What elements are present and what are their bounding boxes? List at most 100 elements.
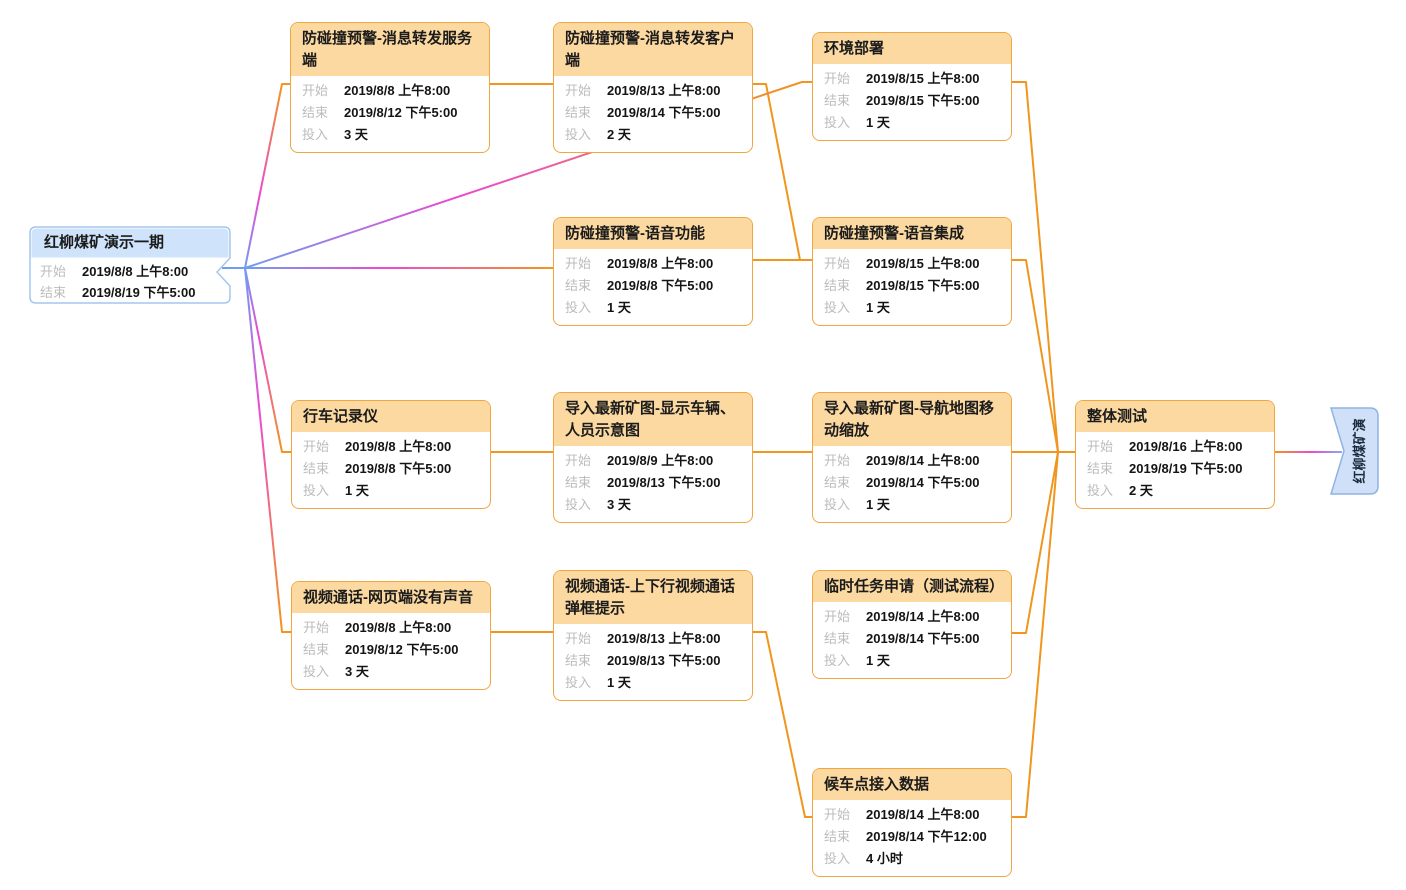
effort-label: 投入	[565, 127, 592, 142]
start-label: 开始	[565, 631, 592, 646]
task-start-row: 开始 2019/8/16 上午8:00	[1087, 436, 1263, 458]
task-effort-row: 投入 4 小时	[824, 848, 1000, 870]
task-start-row: 开始 2019/8/9 上午8:00	[565, 450, 741, 472]
task-end-row: 结束 2019/8/12 下午5:00	[302, 102, 478, 124]
task-body: 开始 2019/8/15 上午8:00 结束 2019/8/15 下午5:00 …	[813, 249, 1011, 325]
task-title: 视频通话-网页端没有声音	[292, 582, 490, 613]
effort-value: 3 天	[344, 127, 368, 142]
task-node-t12[interactable]: 临时任务申请（测试流程） 开始 2019/8/14 上午8:00 结束 2019…	[812, 570, 1012, 679]
task-body: 开始 2019/8/8 上午8:00 结束 2019/8/12 下午5:00 投…	[291, 76, 489, 152]
task-title: 防碰撞预警-语音功能	[554, 218, 752, 249]
end-label: 结束	[303, 642, 330, 657]
task-body: 开始 2019/8/8 上午8:00 结束 2019/8/8 下午5:00 投入…	[554, 249, 752, 325]
task-node-t4[interactable]: 防碰撞预警-语音功能 开始 2019/8/8 上午8:00 结束 2019/8/…	[553, 217, 753, 326]
end-ribbon-shape	[1329, 407, 1379, 495]
task-body: 开始 2019/8/8 上午8:00 结束 2019/8/12 下午5:00 投…	[292, 613, 490, 689]
task-node-t9[interactable]: 整体测试 开始 2019/8/16 上午8:00 结束 2019/8/19 下午…	[1075, 400, 1275, 509]
task-body: 开始 2019/8/16 上午8:00 结束 2019/8/19 下午5:00 …	[1076, 432, 1274, 508]
task-effort-row: 投入 3 天	[565, 494, 741, 516]
effort-label: 投入	[565, 675, 592, 690]
task-effort-row: 投入 2 天	[565, 124, 741, 146]
start-value: 2019/8/9 上午8:00	[607, 453, 714, 468]
start-value: 2019/8/8 上午8:00	[345, 439, 452, 454]
end-ribbon-label[interactable]: 红柳煤矿演	[1352, 418, 1367, 484]
task-effort-row: 投入 1 天	[565, 672, 741, 694]
task-node-t7[interactable]: 导入最新矿图-显示车辆、人员示意图 开始 2019/8/9 上午8:00 结束 …	[553, 392, 753, 523]
task-node-t13[interactable]: 候车点接入数据 开始 2019/8/14 上午8:00 结束 2019/8/14…	[812, 768, 1012, 877]
start-value: 2019/8/13 上午8:00	[607, 83, 721, 98]
task-body: 开始 2019/8/8 上午8:00 结束 2019/8/8 下午5:00 投入…	[292, 432, 490, 508]
task-node-t8[interactable]: 导入最新矿图-导航地图移动缩放 开始 2019/8/14 上午8:00 结束 2…	[812, 392, 1012, 523]
task-start-row: 开始 2019/8/13 上午8:00	[565, 80, 741, 102]
task-title: 临时任务申请（测试流程）	[813, 571, 1011, 602]
end-label: 结束	[1087, 461, 1114, 476]
project-root-node[interactable]: 红柳煤矿演示一期 开始 2019/8/8 上午8:00 结束 2019/8/19…	[30, 227, 230, 303]
task-node-t5[interactable]: 防碰撞预警-语音集成 开始 2019/8/15 上午8:00 结束 2019/8…	[812, 217, 1012, 326]
end-value: 2019/8/8 下午5:00	[607, 278, 714, 293]
task-end-row: 结束 2019/8/13 下午5:00	[565, 650, 741, 672]
task-end-row: 结束 2019/8/19 下午5:00	[1087, 458, 1263, 480]
task-start-row: 开始 2019/8/14 上午8:00	[824, 606, 1000, 628]
task-node-t3[interactable]: 环境部署 开始 2019/8/15 上午8:00 结束 2019/8/15 下午…	[812, 32, 1012, 141]
start-label: 开始	[824, 609, 851, 624]
start-value: 2019/8/8 上午8:00	[607, 256, 714, 271]
task-start-row: 开始 2019/8/13 上午8:00	[565, 628, 741, 650]
end-label: 结束	[302, 105, 329, 120]
task-node-t2[interactable]: 防碰撞预警-消息转发客户端 开始 2019/8/13 上午8:00 结束 201…	[553, 22, 753, 153]
start-value: 2019/8/14 上午8:00	[866, 453, 980, 468]
task-title: 防碰撞预警-消息转发服务端	[291, 23, 489, 76]
task-node-t10[interactable]: 视频通话-网页端没有声音 开始 2019/8/8 上午8:00 结束 2019/…	[291, 581, 491, 690]
effort-value: 2 天	[607, 127, 631, 142]
start-value: 2019/8/14 上午8:00	[866, 609, 980, 624]
task-node-t11[interactable]: 视频通话-上下行视频通话弹框提示 开始 2019/8/13 上午8:00 结束 …	[553, 570, 753, 701]
end-value: 2019/8/12 下午5:00	[344, 105, 458, 120]
task-node-t6[interactable]: 行车记录仪 开始 2019/8/8 上午8:00 结束 2019/8/8 下午5…	[291, 400, 491, 509]
effort-value: 1 天	[866, 653, 890, 668]
task-node-t1[interactable]: 防碰撞预警-消息转发服务端 开始 2019/8/8 上午8:00 结束 2019…	[290, 22, 490, 153]
end-label: 结束	[824, 829, 851, 844]
effort-label: 投入	[824, 497, 851, 512]
effort-value: 1 天	[345, 483, 369, 498]
task-start-row: 开始 2019/8/14 上午8:00	[824, 804, 1000, 826]
effort-value: 1 天	[866, 115, 890, 130]
end-value: 2019/8/14 下午5:00	[607, 105, 721, 120]
effort-label: 投入	[824, 300, 851, 315]
task-end-row: 结束 2019/8/14 下午5:00	[824, 472, 1000, 494]
task-start-row: 开始 2019/8/15 上午8:00	[824, 253, 1000, 275]
start-value: 2019/8/15 上午8:00	[866, 256, 980, 271]
task-title: 视频通话-上下行视频通话弹框提示	[554, 571, 752, 624]
task-title: 行车记录仪	[292, 401, 490, 432]
task-end-row: 结束 2019/8/14 下午5:00	[565, 102, 741, 124]
task-effort-row: 投入 1 天	[824, 494, 1000, 516]
effort-value: 1 天	[607, 675, 631, 690]
start-label: 开始	[303, 620, 330, 635]
task-end-row: 结束 2019/8/14 下午5:00	[824, 628, 1000, 650]
effort-label: 投入	[824, 653, 851, 668]
end-value: 2019/8/14 下午12:00	[866, 829, 987, 844]
end-value: 2019/8/13 下午5:00	[607, 475, 721, 490]
start-label: 开始	[565, 83, 592, 98]
start-value: 2019/8/16 上午8:00	[1129, 439, 1243, 454]
task-effort-row: 投入 3 天	[303, 661, 479, 683]
task-end-row: 结束 2019/8/15 下午5:00	[824, 275, 1000, 297]
task-end-row: 结束 2019/8/15 下午5:00	[824, 90, 1000, 112]
start-label: 开始	[824, 453, 851, 468]
effort-label: 投入	[565, 497, 592, 512]
end-value: 2019/8/8 下午5:00	[345, 461, 452, 476]
task-title: 整体测试	[1076, 401, 1274, 432]
task-body: 开始 2019/8/14 上午8:00 结束 2019/8/14 下午5:00 …	[813, 602, 1011, 678]
task-effort-row: 投入 1 天	[565, 297, 741, 319]
task-end-row: 结束 2019/8/12 下午5:00	[303, 639, 479, 661]
task-end-row: 结束 2019/8/8 下午5:00	[303, 458, 479, 480]
start-label: 开始	[302, 83, 329, 98]
start-value: 2019/8/8 上午8:00	[344, 83, 451, 98]
start-label: 开始	[824, 71, 851, 86]
end-value: 2019/8/12 下午5:00	[345, 642, 459, 657]
effort-label: 投入	[824, 115, 851, 130]
effort-value: 4 小时	[866, 851, 903, 866]
start-value: 2019/8/8 上午8:00	[82, 264, 189, 279]
task-body: 开始 2019/8/13 上午8:00 结束 2019/8/14 下午5:00 …	[554, 76, 752, 152]
task-title: 导入最新矿图-导航地图移动缩放	[813, 393, 1011, 446]
end-label: 结束	[824, 278, 851, 293]
